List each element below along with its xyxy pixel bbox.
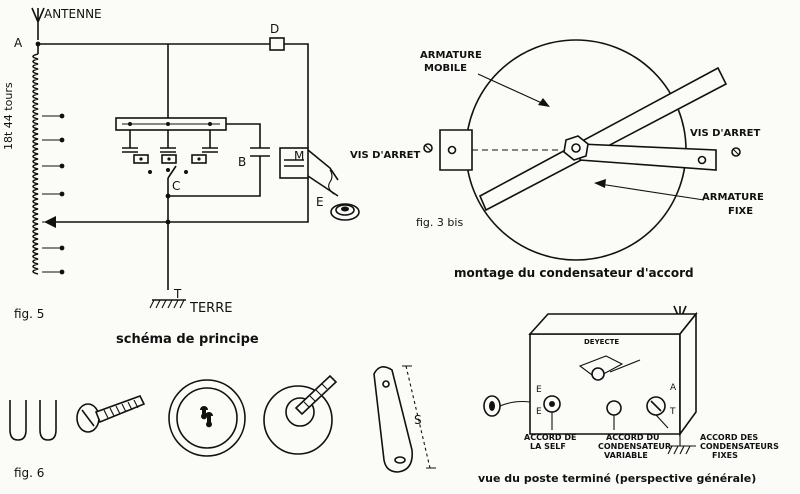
contact-strip-icon bbox=[373, 366, 414, 473]
screw-right-label: VIS D'ARRET bbox=[690, 128, 760, 139]
dimension-label: S bbox=[414, 413, 422, 427]
variable-knob-icon bbox=[606, 400, 622, 416]
node-e-label: E bbox=[316, 195, 324, 209]
schematic-diagram: ANTENNE A D 18t 44 tours bbox=[2, 7, 360, 347]
capacitor-caption: montage du condensateur d'accord bbox=[454, 266, 694, 280]
parts-diagram: S fig. 6 bbox=[9, 365, 436, 480]
button-disc-icon bbox=[168, 379, 246, 457]
screw-right-icon bbox=[731, 147, 741, 157]
node-a-label: A bbox=[14, 36, 23, 50]
coil-taps bbox=[42, 113, 65, 275]
antenna-label: ANTENNE bbox=[44, 7, 102, 21]
node-c-label: C bbox=[172, 179, 180, 193]
fig6-label: fig. 6 bbox=[14, 466, 44, 480]
schematic-caption: schéma de principe bbox=[116, 332, 259, 347]
mark-t: T bbox=[669, 407, 676, 417]
antenna-icon bbox=[31, 7, 45, 40]
u-clip-icon bbox=[9, 400, 57, 441]
screw-icon bbox=[76, 395, 146, 433]
fixed-knob-icon bbox=[646, 396, 666, 416]
assembly-diagram: DEYECTE E E A T bbox=[478, 305, 779, 485]
component-m bbox=[279, 147, 309, 179]
node-m-label: M bbox=[294, 149, 304, 163]
moving-arm bbox=[478, 66, 728, 212]
fig3-label: fig. 3 bis bbox=[416, 216, 463, 229]
knob-icon bbox=[263, 374, 338, 455]
detector-d bbox=[269, 37, 285, 51]
mark-a: A bbox=[670, 383, 677, 393]
screw-left-icon bbox=[423, 143, 433, 153]
assembly-caption: vue du poste terminé (perspective généra… bbox=[478, 472, 756, 485]
assembly-top-label: DEYECTE bbox=[584, 338, 619, 346]
mark-e2: E bbox=[536, 407, 542, 417]
earphone-icon bbox=[330, 203, 360, 221]
node-d-label: D bbox=[270, 22, 279, 36]
assembly-earphone-icon bbox=[483, 395, 501, 417]
tuning-coil bbox=[32, 44, 39, 275]
node-b-label: B bbox=[238, 155, 246, 169]
coil-turns-label: 18t 44 tours bbox=[2, 82, 15, 150]
node-t-label: T bbox=[173, 287, 182, 301]
self-knob-icon bbox=[543, 395, 561, 413]
ground-icon bbox=[149, 299, 186, 309]
ground-label: TERRE bbox=[189, 301, 232, 316]
mark-e1: E bbox=[536, 385, 542, 395]
capacitor-bank bbox=[115, 117, 227, 179]
screw-left-label: VIS D'ARRET bbox=[350, 150, 420, 161]
fig5-label: fig. 5 bbox=[14, 307, 44, 321]
